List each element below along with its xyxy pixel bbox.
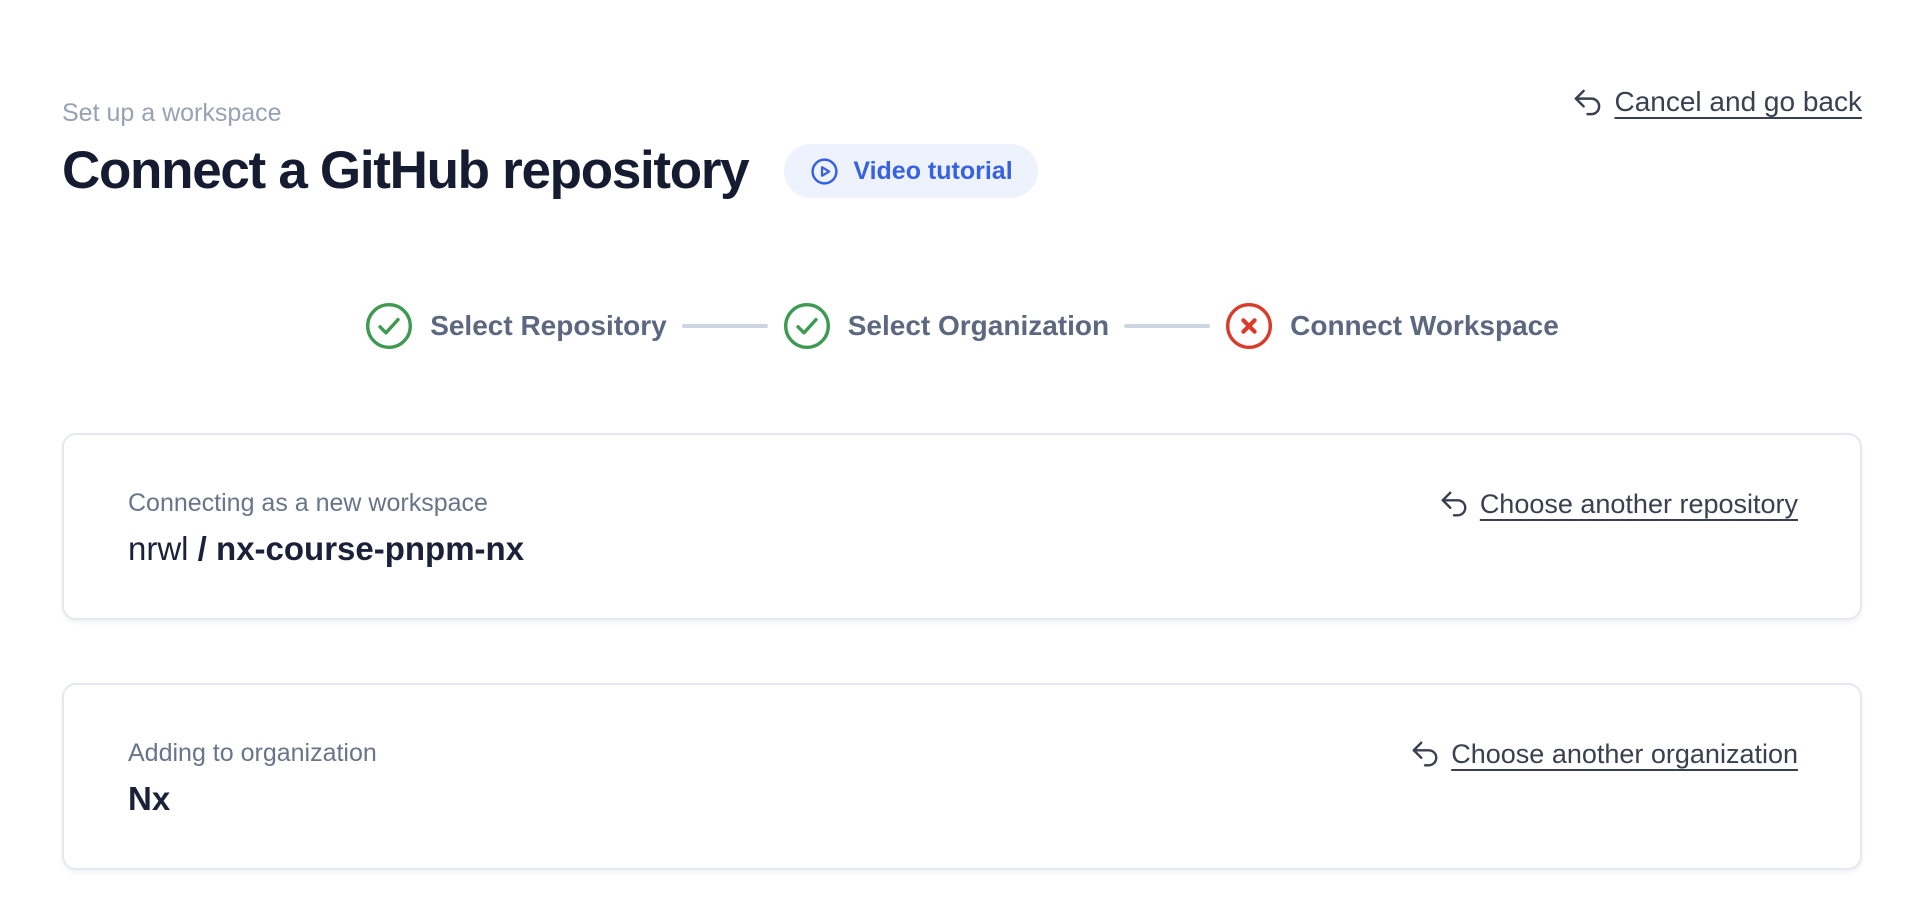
- step-label: Select Repository: [430, 309, 667, 341]
- x-circle-icon: [1225, 302, 1273, 350]
- title-row: Connect a GitHub repository Video tutori…: [62, 141, 1862, 202]
- repository-card: Connecting as a new workspace nrwl / nx-…: [62, 432, 1862, 620]
- stepper: Select Repository Select Organization Co…: [62, 302, 1862, 350]
- step-connect-workspace: Connect Workspace: [1225, 302, 1559, 350]
- choose-another-organization-label: Choose another organization: [1451, 738, 1798, 769]
- eyebrow-text: Set up a workspace: [62, 99, 282, 127]
- stepper-connector: [681, 323, 768, 328]
- check-circle-icon: [783, 302, 831, 350]
- repository-card-info: Connecting as a new workspace nrwl / nx-…: [128, 488, 524, 569]
- repository-separator: /: [188, 529, 217, 567]
- organization-card: Adding to organization Nx Choose another…: [62, 682, 1862, 870]
- repository-value: nx-course-pnpm-nx: [216, 529, 525, 567]
- step-select-organization: Select Organization: [783, 302, 1109, 350]
- cancel-and-go-back-link[interactable]: Cancel and go back: [1572, 86, 1862, 118]
- repository-owner: nrwl: [128, 529, 189, 567]
- play-circle-icon: [809, 156, 840, 187]
- organization-name: Nx: [128, 779, 377, 819]
- check-circle-icon: [365, 302, 413, 350]
- cancel-link-label: Cancel and go back: [1614, 86, 1862, 117]
- choose-another-repository-label: Choose another repository: [1479, 488, 1798, 519]
- choose-another-organization-link[interactable]: Choose another organization: [1410, 739, 1798, 770]
- step-select-repository: Select Repository: [365, 302, 667, 350]
- repository-card-label: Connecting as a new workspace: [128, 488, 488, 517]
- undo-arrow-icon: [1439, 489, 1469, 519]
- repository-name: nrwl / nx-course-pnpm-nx: [128, 529, 524, 569]
- organization-value: Nx: [128, 779, 171, 817]
- undo-arrow-icon: [1572, 87, 1603, 118]
- choose-another-repository-link[interactable]: Choose another repository: [1439, 489, 1798, 520]
- video-tutorial-button[interactable]: Video tutorial: [784, 144, 1038, 199]
- stepper-connector: [1124, 323, 1211, 328]
- undo-arrow-icon: [1410, 739, 1440, 769]
- organization-card-info: Adding to organization Nx: [128, 738, 377, 819]
- step-label: Connect Workspace: [1290, 309, 1559, 341]
- page-title: Connect a GitHub repository: [62, 140, 750, 200]
- setup-workspace-page: Cancel and go back Set up a workspace Co…: [62, 86, 1862, 870]
- video-tutorial-label: Video tutorial: [853, 156, 1013, 185]
- organization-card-label: Adding to organization: [128, 738, 377, 767]
- step-label: Select Organization: [847, 309, 1110, 341]
